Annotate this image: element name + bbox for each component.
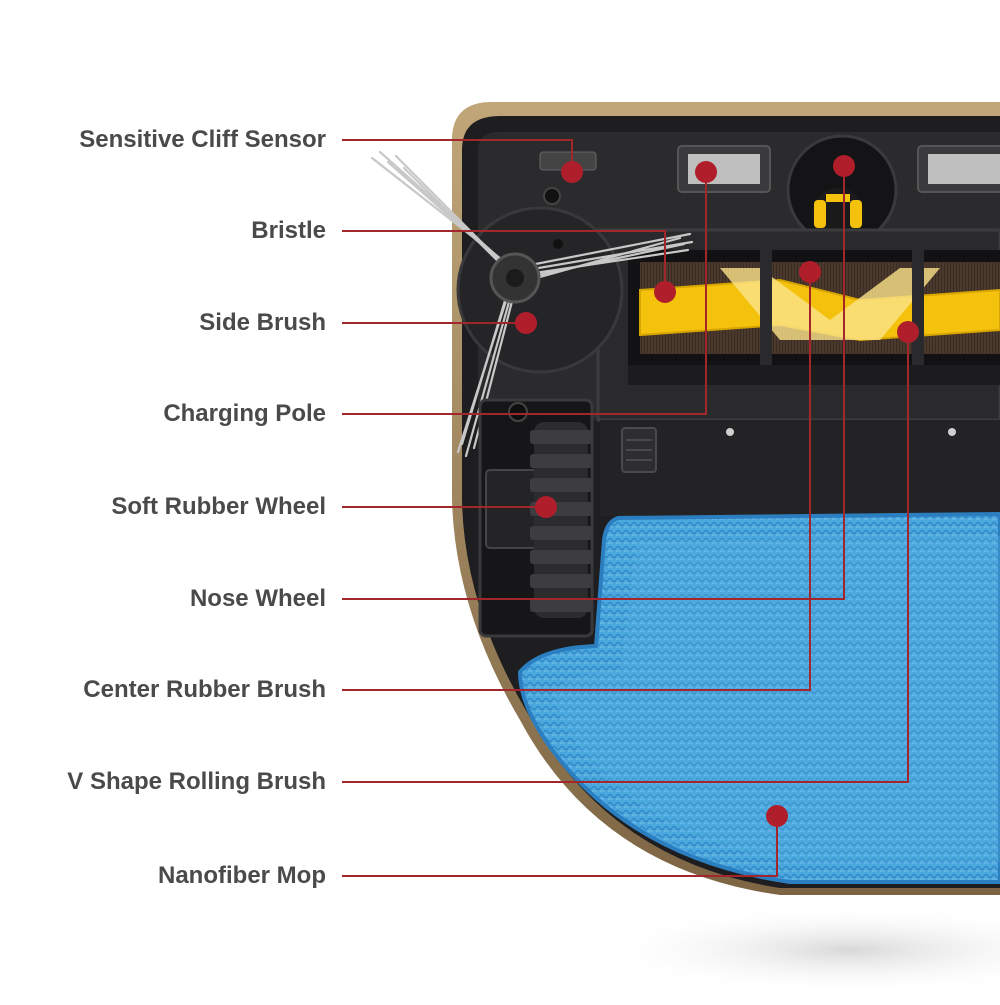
wheel-treads <box>530 430 592 612</box>
marker-soft-rubber-wheel <box>535 496 557 518</box>
label-nose-wheel: Nose Wheel <box>189 585 326 612</box>
marker-v-shape-rolling-brush <box>897 321 919 343</box>
leader-line-nose-wheel <box>342 166 845 600</box>
brush-guard-bar-1 <box>760 250 772 365</box>
marker-charging-pole <box>695 161 717 183</box>
side-brush-housing <box>456 206 624 374</box>
label-nanofiber-mop: Nanofiber Mop <box>158 862 326 889</box>
leader-line-nanofiber-mop <box>342 816 778 877</box>
floor-shadow <box>590 905 1000 995</box>
label-sensitive-cliff-sensor: Sensitive Cliff Sensor <box>79 126 326 153</box>
rubber-wheel <box>534 422 588 618</box>
marker-sensitive-cliff-sensor <box>561 161 583 183</box>
marker-nanofiber-mop <box>766 805 788 827</box>
leader-line-v-shape-rolling-brush <box>342 332 909 783</box>
marker-side-brush <box>515 312 537 334</box>
callout-markers <box>515 155 919 827</box>
marker-nose-wheel <box>833 155 855 177</box>
side-brush-bristles <box>370 150 694 458</box>
cliff-sensor-hole <box>543 187 561 205</box>
label-center-rubber-brush: Center Rubber Brush <box>83 676 326 703</box>
marker-bristle <box>654 281 676 303</box>
leader-line-charging-pole <box>342 172 707 415</box>
leader-line-bristle <box>342 230 666 292</box>
nose-wheel <box>812 188 864 240</box>
label-v-shape-rolling-brush: V Shape Rolling Brush <box>67 768 326 795</box>
leader-line-center-rubber-brush <box>342 272 811 691</box>
nanofiber-mop-pad <box>517 511 1000 884</box>
leader-lines <box>342 139 909 877</box>
brush-guard-bar-2 <box>912 250 924 365</box>
label-soft-rubber-wheel: Soft Rubber Wheel <box>111 493 326 520</box>
label-side-brush: Side Brush <box>199 309 326 336</box>
label-charging-pole: Charging Pole <box>163 400 326 427</box>
marker-center-rubber-brush <box>799 261 821 283</box>
label-bristle: Bristle <box>251 217 326 244</box>
